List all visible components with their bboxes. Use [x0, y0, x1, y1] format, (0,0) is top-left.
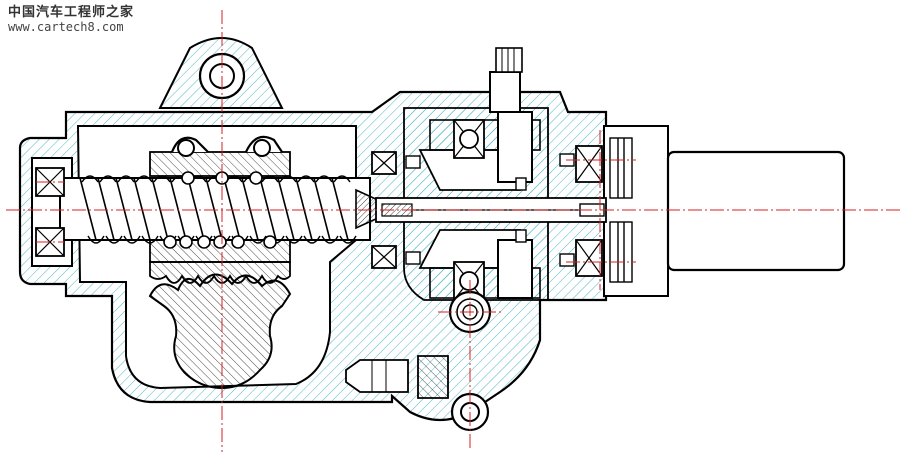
watermark-site-url: www.cartech8.com — [8, 19, 124, 34]
ball-screw — [59, 175, 379, 244]
right-flange-detail — [609, 137, 633, 283]
sector-gear — [148, 261, 292, 390]
watermark-site-name: 中国汽车工程师之家 — [8, 5, 135, 20]
bleed-fitting — [345, 355, 449, 399]
watermark: 中国汽车工程师之家 www.cartech8.com — [8, 5, 135, 35]
sensor-connector — [489, 47, 533, 299]
valve-sleeve — [418, 119, 541, 299]
centerlines — [6, 10, 900, 452]
ball-nut — [149, 135, 291, 263]
